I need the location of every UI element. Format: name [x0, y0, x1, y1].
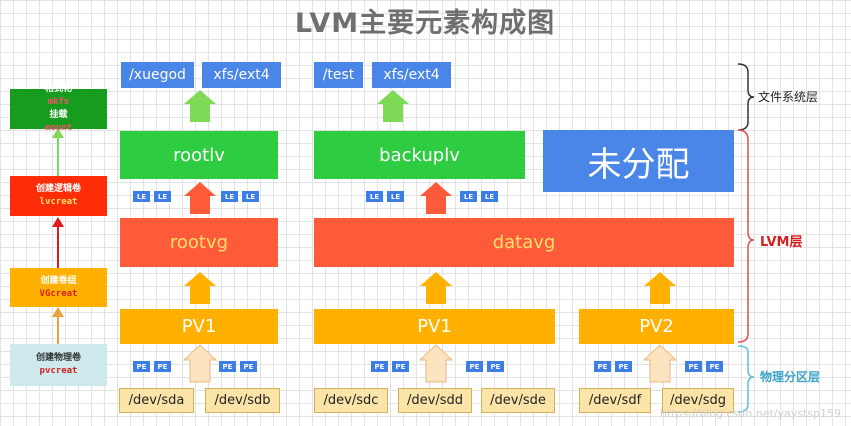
pe-group-1: PE PE [133, 361, 171, 372]
le-chip: LE [133, 191, 150, 202]
pe-group-6: PE PE [685, 361, 723, 372]
pe-chip: PE [466, 361, 483, 372]
pe-group-2: PE PE [219, 361, 257, 372]
pe-chip: PE [706, 361, 723, 372]
layer-label-physical: 物理分区层 [760, 370, 821, 384]
lvm-bracket [737, 129, 755, 343]
le-chip: LE [387, 191, 404, 202]
le-chip: LE [221, 191, 238, 202]
up-arrow-backuplv [377, 90, 409, 122]
device-sde: /dev/sde [481, 388, 555, 413]
filesystem-bracket [737, 63, 755, 131]
pe-group-3: PE PE [371, 361, 409, 372]
up-arrow-pv1-a [184, 272, 216, 304]
le-chip: LE [481, 191, 498, 202]
pe-chip: PE [594, 361, 611, 372]
step-arrow-lv-to-fs [52, 128, 64, 176]
le-chip: LE [366, 191, 383, 202]
pv-pv2-datavg: PV2 [579, 309, 734, 344]
le-chip: LE [460, 191, 477, 202]
step-lvcreat: 创建逻辑卷 lvcreat [10, 176, 107, 216]
lv-backuplv: backuplv [314, 131, 525, 179]
up-arrow-sdf-sdg [642, 344, 678, 383]
diagram-title: LVM主要元素构成图 [294, 8, 556, 39]
device-sdc: /dev/sdc [314, 388, 388, 413]
unallocated-space: 未分配 [543, 130, 734, 192]
physical-bracket [737, 345, 755, 413]
pe-chip: PE [133, 361, 150, 372]
step-vgcreat: 创建卷组 VGcreat [10, 268, 107, 307]
lv-rootlv: rootlv [120, 131, 278, 179]
pe-group-5: PE PE [594, 361, 632, 372]
watermark: https://blog.csdn.net/yaystsp159 [659, 407, 841, 420]
mount-point-xuegod: /xuegod [121, 62, 194, 88]
pe-group-4: PE PE [466, 361, 504, 372]
fs-type-rootlv: xfs/ext4 [202, 62, 281, 88]
up-arrow-pv2 [644, 272, 676, 304]
up-arrow-rootlv [184, 90, 216, 122]
pe-chip: PE [240, 361, 257, 372]
vg-datavg: datavg [314, 218, 734, 267]
pe-chip: PE [154, 361, 171, 372]
le-group-backuplv-right: LE LE [460, 191, 498, 202]
mount-point-test: /test [314, 62, 363, 88]
pe-chip: PE [615, 361, 632, 372]
le-chip: LE [242, 191, 259, 202]
pe-chip: PE [219, 361, 236, 372]
le-group-rootlv-left: LE LE [133, 191, 171, 202]
layer-label-lvm: LVM层 [760, 235, 803, 250]
pv-pv1-datavg: PV1 [314, 309, 555, 344]
up-arrow-sda-sdb [182, 344, 218, 383]
step-arrow-vg-to-lv [52, 217, 64, 268]
le-chip: LE [154, 191, 171, 202]
step-arrow-pv-to-vg [52, 307, 64, 344]
device-sdb: /dev/sdb [205, 388, 280, 413]
up-arrow-rootvg [184, 182, 216, 214]
device-sdd: /dev/sdd [398, 388, 472, 413]
device-sdf: /dev/sdf [579, 388, 651, 413]
step-pvcreat: 创建物理卷 pvcreat [10, 344, 107, 386]
le-group-backuplv-left: LE LE [366, 191, 404, 202]
up-arrow-pv1-b [420, 272, 452, 304]
vg-rootvg: rootvg [120, 218, 278, 267]
pv-pv1-rootvg: PV1 [120, 309, 278, 344]
device-sda: /dev/sda [119, 388, 194, 413]
pe-chip: PE [685, 361, 702, 372]
layer-label-filesystem: 文件系统层 [758, 90, 819, 104]
fs-type-backuplv: xfs/ext4 [372, 62, 451, 88]
up-arrow-datavg-1 [420, 182, 452, 214]
pe-chip: PE [392, 361, 409, 372]
up-arrow-sdc-sde [418, 344, 454, 383]
pe-chip: PE [487, 361, 504, 372]
pe-chip: PE [371, 361, 388, 372]
device-sdg: /dev/sdg [662, 388, 734, 413]
le-group-rootlv-right: LE LE [221, 191, 259, 202]
